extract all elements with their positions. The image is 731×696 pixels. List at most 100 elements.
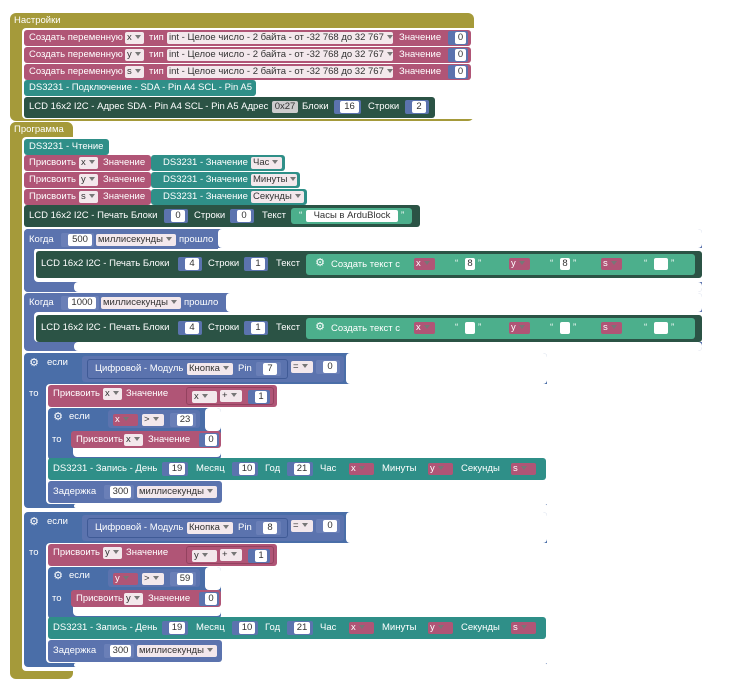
create-text-block[interactable] xyxy=(306,318,695,339)
create-text-block[interactable] xyxy=(306,254,695,275)
plus-operator-dropdown[interactable]: + xyxy=(220,390,242,402)
module-dropdown[interactable]: Кнопка xyxy=(187,363,233,375)
gt-operator-dropdown[interactable]: > xyxy=(142,414,164,426)
hour-var-dropdown[interactable]: x xyxy=(349,622,374,634)
hour-var-dropdown[interactable]: x xyxy=(349,463,374,475)
eq-operator-dropdown[interactable]: = xyxy=(291,361,313,373)
ms-unit-dropdown[interactable]: миллисекунды xyxy=(96,234,176,246)
gear-icon[interactable]: ⚙ xyxy=(29,357,39,369)
module-dropdown[interactable]: Кнопка xyxy=(187,522,233,534)
var-dropdown[interactable]: y xyxy=(192,550,217,562)
assign-reset-block[interactable] xyxy=(71,431,221,448)
assign-reset-block[interactable] xyxy=(71,590,221,607)
lcd-address-field[interactable]: 0x27 xyxy=(272,101,298,113)
reset-field[interactable]: 0 xyxy=(205,593,217,605)
timer-ms-field[interactable]: 500 xyxy=(68,234,92,246)
compare-value-field[interactable]: 0 xyxy=(323,361,337,373)
minutes-var-dropdown[interactable]: y xyxy=(428,622,453,634)
timer-ms-field[interactable]: 1000 xyxy=(68,297,96,309)
limit-field[interactable]: 59 xyxy=(177,573,193,585)
value-label: Значение xyxy=(399,49,442,60)
concat-var-dropdown[interactable]: y xyxy=(509,322,530,334)
number-field[interactable]: 0 xyxy=(455,66,466,78)
reset-field[interactable]: 0 xyxy=(205,434,217,446)
gear-icon[interactable]: ⚙ xyxy=(29,516,39,528)
lcd-blocks-field[interactable]: 4 xyxy=(185,258,199,270)
increment-field[interactable]: 1 xyxy=(255,391,267,403)
var-dropdown[interactable]: x xyxy=(192,391,217,403)
chevron-down-icon xyxy=(358,466,365,471)
lcd-blocks-field[interactable]: 4 xyxy=(185,322,199,334)
text-field[interactable]: 8 xyxy=(465,258,475,270)
delay-field[interactable]: 300 xyxy=(110,486,131,498)
gt-operator-dropdown[interactable]: > xyxy=(142,573,164,585)
lcd-rows-field[interactable]: 2 xyxy=(412,101,426,113)
var-name-dropdown[interactable]: y xyxy=(125,49,144,61)
increment-field[interactable]: 1 xyxy=(255,550,267,562)
gear-icon[interactable]: ⚙ xyxy=(315,321,325,333)
lcd-text-field[interactable]: Часы в ArduBlock xyxy=(306,210,398,222)
var-dropdown[interactable]: x xyxy=(79,157,98,169)
seconds-var-dropdown[interactable]: s xyxy=(511,622,536,634)
pin-field[interactable]: 7 xyxy=(263,363,277,375)
text-field[interactable] xyxy=(560,322,570,334)
lcd-blocks-field[interactable]: 16 xyxy=(340,101,359,113)
type-dropdown[interactable]: int - Целое число - 2 байта - от -32 768… xyxy=(167,66,393,78)
var-dropdown[interactable]: y xyxy=(124,593,143,605)
concat-var-dropdown[interactable]: y xyxy=(509,258,530,270)
var-dropdown[interactable]: x xyxy=(124,434,143,446)
type-dropdown[interactable]: int - Целое число - 2 байта - от -32 768… xyxy=(167,32,393,44)
text-field[interactable] xyxy=(465,322,475,334)
year-field[interactable]: 21 xyxy=(294,622,310,634)
day-field[interactable]: 19 xyxy=(169,463,185,475)
minutes-var-dropdown[interactable]: y xyxy=(428,463,453,475)
seconds-var-dropdown[interactable]: s xyxy=(511,463,536,475)
ds3231-connect-block[interactable] xyxy=(24,80,256,96)
gear-icon[interactable]: ⚙ xyxy=(53,411,63,423)
var-dropdown[interactable]: y xyxy=(103,547,122,559)
lcd-init-block[interactable] xyxy=(24,97,435,118)
year-field[interactable]: 21 xyxy=(294,463,310,475)
ds3231-read-block[interactable] xyxy=(24,139,109,155)
var-dropdown[interactable]: x xyxy=(113,414,138,426)
month-field[interactable]: 10 xyxy=(239,463,255,475)
text-field[interactable]: 8 xyxy=(560,258,570,270)
concat-var-dropdown[interactable]: x xyxy=(414,322,435,334)
var-name-dropdown[interactable]: s xyxy=(125,66,144,78)
lcd-blocks-field[interactable]: 0 xyxy=(171,210,185,222)
gear-icon[interactable]: ⚙ xyxy=(315,257,325,269)
concat-var-dropdown[interactable]: s xyxy=(601,322,622,334)
lcd-rows-field[interactable]: 1 xyxy=(251,322,265,334)
lcd-rows-field[interactable]: 0 xyxy=(237,210,251,222)
ds3231-field-dropdown[interactable]: Секунды xyxy=(251,191,304,203)
plus-operator-dropdown[interactable]: + xyxy=(220,549,242,561)
limit-field[interactable]: 23 xyxy=(177,414,193,426)
gear-icon[interactable]: ⚙ xyxy=(53,570,63,582)
concat-var-dropdown[interactable]: s xyxy=(601,258,622,270)
var-dropdown[interactable]: x xyxy=(103,388,122,400)
ms-unit-dropdown[interactable]: миллисекунды xyxy=(137,486,217,498)
lcd-rows-field[interactable]: 1 xyxy=(251,258,265,270)
delay-field[interactable]: 300 xyxy=(110,645,131,657)
day-field[interactable]: 19 xyxy=(169,622,185,634)
ds3231-field-dropdown[interactable]: Минуты xyxy=(251,174,297,186)
text-field[interactable] xyxy=(654,258,668,270)
number-field[interactable]: 0 xyxy=(455,49,466,61)
pin-field[interactable]: 8 xyxy=(263,522,277,534)
type-dropdown[interactable]: int - Целое число - 2 байта - от -32 768… xyxy=(167,49,393,61)
then-label: то xyxy=(52,593,62,604)
compare-value-field[interactable]: 0 xyxy=(323,520,337,532)
text-field[interactable] xyxy=(654,322,668,334)
chevron-down-icon xyxy=(386,35,393,40)
number-field[interactable]: 0 xyxy=(455,32,466,44)
concat-var-dropdown[interactable]: x xyxy=(414,258,435,270)
var-dropdown[interactable]: s xyxy=(79,191,98,203)
eq-operator-dropdown[interactable]: = xyxy=(291,520,313,532)
var-name-dropdown[interactable]: x xyxy=(125,32,144,44)
month-field[interactable]: 10 xyxy=(239,622,255,634)
ms-unit-dropdown[interactable]: миллисекунды xyxy=(101,297,181,309)
ds3231-field-dropdown[interactable]: Час xyxy=(251,157,282,169)
var-dropdown[interactable]: y xyxy=(113,573,138,585)
var-dropdown[interactable]: y xyxy=(79,174,98,186)
ms-unit-dropdown[interactable]: миллисекунды xyxy=(137,645,217,657)
